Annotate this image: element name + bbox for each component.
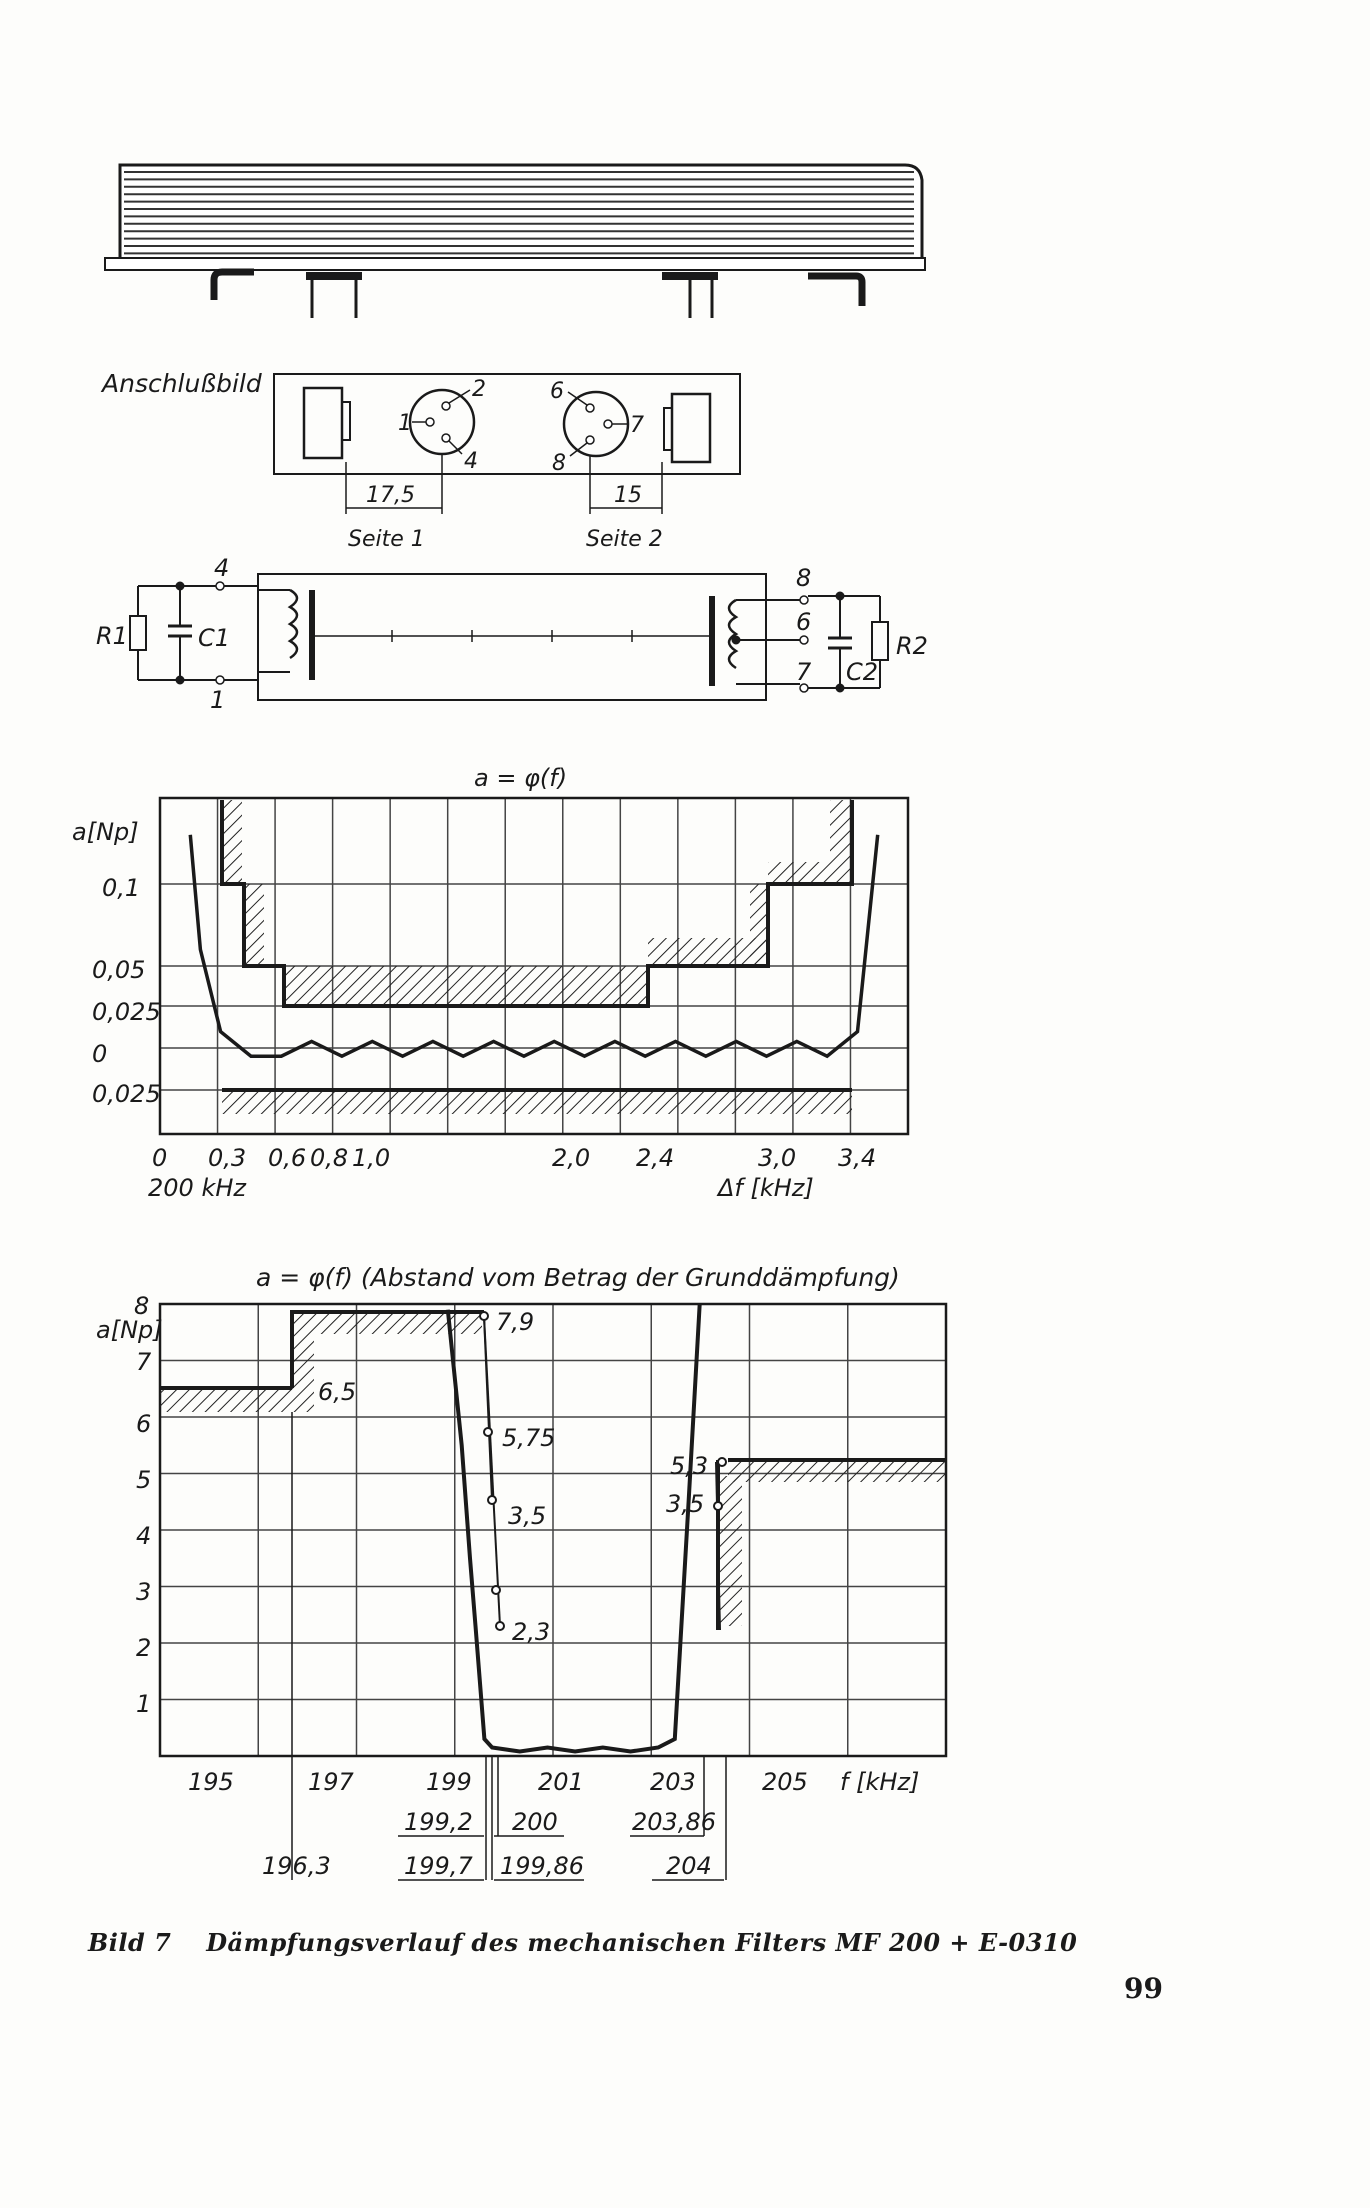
connection-title: Anschlußbild	[100, 369, 262, 398]
point-label: 6,5	[318, 1378, 356, 1406]
chart1-xlabel: Δf [kHz]	[716, 1174, 814, 1202]
chart2-attenuation-curve	[445, 1303, 702, 1754]
chart2-ytick: 7	[136, 1348, 152, 1376]
point-label: 7,9	[496, 1308, 534, 1336]
terminal-7-label: 7	[796, 658, 812, 686]
pin-8-label: 8	[552, 451, 566, 476]
figure-caption-text: Dämpfungsverlauf des mechanischen Filter…	[206, 1928, 1078, 1957]
chart2-y-axis-labels: 8 a[Np] 7 6 5 4 3 2 1	[96, 1292, 163, 1718]
chart1-xtick: 2,0	[552, 1144, 590, 1172]
marker-label: 204	[666, 1852, 712, 1880]
pin-6-label: 6	[550, 379, 564, 404]
chart-stopband: a = φ(f) (Abstand vom Betrag der Grunddä…	[96, 1263, 948, 1881]
chart2-ytick: 6	[136, 1410, 151, 1438]
chart2-xlabel: f [kHz]	[840, 1768, 919, 1796]
figure-number: Bild 7	[88, 1928, 172, 1957]
chart2-x-axis-labels: 195 197 199 201 203 205 f [kHz]	[188, 1768, 919, 1796]
chart2-xtick: 201	[538, 1768, 584, 1796]
page-number: 99	[1124, 1972, 1163, 2005]
chart1-title: a = φ(f)	[474, 764, 567, 792]
chart2-ylabel: a[Np]	[96, 1316, 163, 1344]
marker-label: 199,2	[404, 1808, 473, 1836]
chart2-xtick: 195	[188, 1768, 234, 1796]
pin-2-label: 2	[472, 377, 486, 402]
marker-label: 200	[512, 1808, 558, 1836]
chart1-xtick: 3,0	[758, 1144, 796, 1172]
filter-housing	[104, 163, 926, 318]
chart2-point-labels: 7,9 6,5 5,75 3,5 2,3 5,3 3,5	[318, 1308, 708, 1646]
chart2-ytick: 3	[136, 1578, 151, 1606]
pin-7-label: 7	[630, 413, 644, 438]
r1-label: R1	[96, 622, 128, 650]
dim-label-2: 15	[614, 483, 642, 508]
chart-passband: a = φ(f) a[Np] 0,1 0,05 0,025	[72, 764, 910, 1202]
chart2-ytick: 5	[136, 1466, 151, 1494]
chart2-ytick: 2	[136, 1634, 151, 1662]
c1-label: C1	[198, 624, 230, 652]
chart1-ytick: 0	[92, 1040, 107, 1068]
chart1-x-axis-labels: 0 0,3 0,6 0,8 1,0 2,0 2,4 3,0 3,4 200 kH…	[148, 1144, 876, 1202]
marker-label: 199,7	[404, 1852, 473, 1880]
point-label: 3,5	[666, 1490, 704, 1518]
chart2-xtick: 197	[308, 1768, 355, 1796]
chart2-marker-lines	[291, 1412, 727, 1881]
chart1-xtick: 3,4	[838, 1144, 876, 1172]
chart1-xtick: 0,3	[208, 1144, 246, 1172]
circuit-schematic	[129, 573, 889, 701]
connection-diagram: Anschlußbild 1 2 4 6 7 8	[100, 369, 741, 552]
chart1-xtick: 1,0	[352, 1144, 390, 1172]
chart2-ytick: 4	[136, 1522, 151, 1550]
c2-label: C2	[846, 658, 878, 686]
chart2-ytick: 1	[136, 1690, 151, 1718]
terminal-1-label: 1	[210, 686, 225, 714]
terminal-6-label: 6	[796, 608, 811, 636]
figure-caption: Bild 7 Dämpfungsverlauf des mechanischen…	[88, 1928, 1088, 1957]
terminal-4-label: 4	[214, 554, 229, 582]
chart1-attenuation-curve	[188, 834, 880, 1059]
chart2-slope-lines	[479, 1311, 727, 1631]
chart1-xtick: 0,8	[310, 1144, 348, 1172]
chart1-xtick: 0,6	[268, 1144, 306, 1172]
point-label: 5,3	[670, 1452, 708, 1480]
chart1-xtick: 0	[152, 1144, 167, 1172]
point-label: 3,5	[508, 1502, 546, 1530]
chart2-tolerance-mask	[160, 1310, 946, 1630]
side-label-2: Seite 2	[586, 527, 663, 552]
chart2-marker-labels: 196,3 199,2 199,7 200 199,86 203,86 204	[262, 1808, 716, 1880]
marker-label: 196,3	[262, 1852, 331, 1880]
chart1-ytick: 0,05	[92, 956, 145, 984]
dim-label-1: 17,5	[366, 483, 415, 508]
terminal-8-label: 8	[796, 564, 811, 592]
pin-4-label: 4	[464, 449, 478, 474]
chart2-ytick: 8	[134, 1292, 149, 1320]
chart1-ytick: 0,025	[92, 1080, 161, 1108]
marker-label: 199,86	[500, 1852, 584, 1880]
pin-1-label: 1	[398, 411, 412, 436]
chart1-x-offset: 200 kHz	[148, 1174, 247, 1202]
chart1-ylabel: a[Np]	[72, 818, 139, 846]
chart2-xtick: 205	[762, 1768, 808, 1796]
point-label: 2,3	[512, 1618, 550, 1646]
chart1-xtick: 2,4	[636, 1144, 674, 1172]
r2-label: R2	[896, 632, 928, 660]
chart2-xtick: 199	[426, 1768, 472, 1796]
chart1-y-axis-labels: a[Np] 0,1 0,05 0,025 0 0,025	[72, 818, 161, 1108]
chart2-xtick: 203	[650, 1768, 696, 1796]
chart2-title: a = φ(f) (Abstand vom Betrag der Grunddä…	[256, 1263, 900, 1292]
marker-label: 203,86	[632, 1808, 716, 1836]
chart1-ytick: 0,025	[92, 998, 161, 1026]
point-label: 5,75	[502, 1424, 555, 1452]
schematic-labels: R1 C1 4 1 8 6 7 C2 R2	[96, 554, 928, 714]
chart1-tolerance-mask	[220, 800, 854, 1114]
chart1-ytick: 0,1	[102, 874, 140, 902]
side-label-1: Seite 1	[348, 527, 425, 552]
